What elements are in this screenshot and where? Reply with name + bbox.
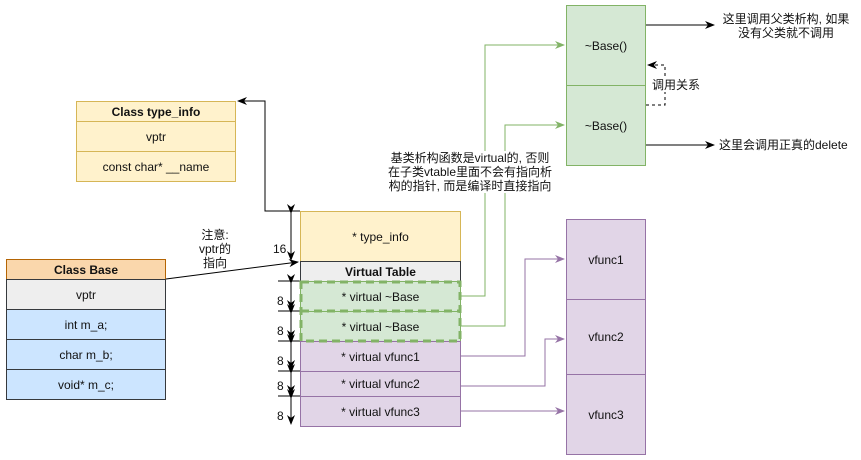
vtable-entry-dtor-2: * virtual ~Base	[300, 311, 461, 342]
base-field-m-a: int m_a;	[6, 309, 166, 340]
base-field-m-b: char m_b;	[6, 339, 166, 370]
base-field-m-c: void* m_c;	[6, 369, 166, 400]
parent-dtor-note: 这里调用父类析构, 如果 没有父类就不调用	[716, 12, 856, 40]
dim-entry-5-label: 8	[277, 409, 284, 423]
virtual-dtor-note: 基类析构函数是virtual的, 否则 在子类vtable里面不会有指向析 构的…	[380, 151, 560, 193]
dim-16-label: 16	[273, 242, 287, 256]
vptr-note: 注意: vptr的 指向	[198, 228, 231, 270]
dim-entry-4-label: 8	[277, 379, 284, 393]
type-info-field-vptr: vptr	[76, 121, 236, 152]
vtable-entry-vfunc2: * virtual vfunc2	[300, 371, 461, 397]
dim-entry-3-label: 8	[277, 354, 284, 368]
vfunc1-link-arrow	[461, 255, 565, 357]
dim-entry-2-label: 8	[277, 324, 284, 338]
delete-note: 这里会调用正真的delete	[719, 138, 855, 152]
dim-entry-1-label: 8	[277, 294, 284, 308]
vfunc2-link-arrow	[461, 335, 565, 387]
vtable-header: Virtual Table	[300, 261, 461, 282]
base-class-title: Class Base	[6, 259, 166, 280]
vtable-entry-vfunc1: * virtual vfunc1	[300, 341, 461, 372]
vfunc3-box: vfunc3	[566, 374, 646, 455]
type-info-field-name: const char* __name	[76, 151, 236, 182]
base-field-vptr: vptr	[6, 279, 166, 310]
dtor-box-2: ~Base()	[566, 85, 646, 166]
call-relation-label: 调用关系	[650, 78, 702, 92]
vfunc2-box: vfunc2	[566, 299, 646, 375]
type-info-link-arrow	[237, 97, 300, 212]
vtable-type-info-entry: * type_info	[300, 211, 461, 262]
type-info-class-title: Class type_info	[76, 101, 236, 122]
dtor-box-1: ~Base()	[566, 5, 646, 86]
vfunc1-box: vfunc1	[566, 219, 646, 300]
vtable-entry-dtor-1: * virtual ~Base	[300, 281, 461, 312]
vtable-entry-vfunc3: * virtual vfunc3	[300, 396, 461, 427]
